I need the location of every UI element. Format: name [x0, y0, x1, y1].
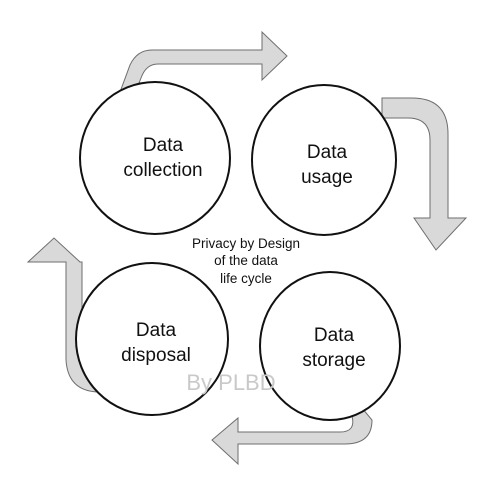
- node-label-disposal-line1: Data: [136, 320, 177, 341]
- node-data-storage: [259, 271, 401, 421]
- node-label-usage-line2: usage: [301, 167, 353, 188]
- arrow-collection-to-usage: [119, 30, 288, 97]
- center-caption-line1: Privacy by Design: [192, 236, 300, 251]
- center-caption-line3: life cycle: [220, 271, 272, 286]
- node-label-disposal-line2: disposal: [121, 345, 191, 366]
- watermark: By PLBD: [186, 370, 275, 395]
- node-data-disposal: [75, 262, 229, 416]
- node-label-storage-line1: Data: [314, 325, 355, 346]
- node-label-storage-line2: storage: [302, 350, 365, 371]
- node-label-collection-line2: collection: [123, 160, 202, 181]
- node-data-collection: [79, 81, 231, 235]
- arrow-storage-to-disposal: [211, 407, 373, 466]
- center-caption-line2: of the data: [214, 253, 278, 268]
- node-label-collection-line1: Data: [143, 135, 184, 156]
- node-label-usage-line1: Data: [307, 142, 348, 163]
- arrow-usage-to-storage: [381, 97, 468, 251]
- node-data-usage: [251, 84, 397, 236]
